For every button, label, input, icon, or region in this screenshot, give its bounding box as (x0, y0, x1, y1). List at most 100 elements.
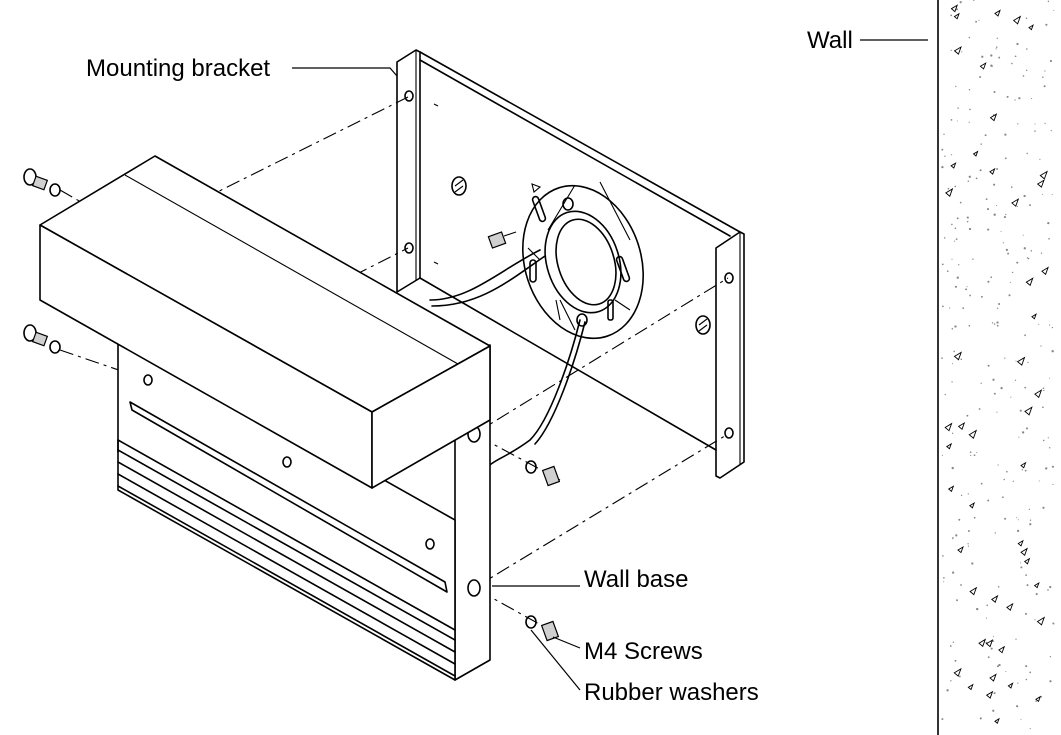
wall-speck (975, 20, 978, 23)
wall-speck (947, 187, 950, 190)
left-screws (23, 168, 61, 354)
wall-speck (1035, 593, 1038, 596)
wall-speck (941, 454, 943, 456)
wall-speck (958, 264, 960, 266)
wall-speck (980, 143, 982, 145)
wall-speck (985, 198, 988, 201)
wall-speck (954, 285, 957, 288)
wall-speck (1023, 247, 1026, 250)
wall-speck (1042, 439, 1045, 442)
wall-aggregate (1024, 406, 1033, 416)
wall-speck (1004, 357, 1006, 359)
wall-speck (954, 227, 957, 230)
wall-aggregate (972, 150, 979, 157)
wall-speck (1004, 133, 1007, 136)
wall-speck (1045, 467, 1048, 470)
wall-aggregate (1012, 15, 1022, 25)
wall-speck (946, 689, 949, 692)
wall-speck (972, 0, 975, 1)
wall-speck (1048, 447, 1051, 449)
wall-speck (978, 408, 981, 410)
wall-speck (1026, 257, 1029, 259)
wall-speck (1020, 566, 1023, 569)
wall-speck (986, 604, 988, 607)
wall-speck (956, 217, 959, 220)
wall-speck (968, 121, 970, 123)
wall-texture (941, 0, 1055, 730)
wall-aggregate (1041, 266, 1049, 276)
wall-aggregate (944, 422, 953, 432)
wall-speck (1051, 465, 1054, 468)
wall-speck (956, 599, 958, 602)
wall-speck (1010, 186, 1013, 188)
wall-aggregate (1020, 547, 1028, 557)
wall-speck (1004, 517, 1007, 520)
wall-speck (1024, 334, 1026, 337)
wall-speck (993, 90, 996, 94)
wall-speck (950, 49, 952, 51)
wall-speck (951, 328, 954, 330)
wall-speck (1015, 360, 1017, 362)
wall-speck (998, 56, 1001, 59)
wall-speck (1042, 76, 1044, 78)
wall-speck (950, 680, 952, 682)
wall-speck (954, 240, 956, 242)
screw-mid-right (525, 460, 561, 487)
wall-speck (972, 258, 974, 260)
wall-speck (942, 305, 944, 308)
wall-aggregate (1039, 170, 1048, 180)
wall-speck (960, 494, 963, 497)
wall-speck (1016, 517, 1018, 519)
wall-speck (1044, 70, 1046, 72)
wall-speck (986, 208, 990, 211)
screw-mid-left (23, 324, 61, 354)
wall-speck (987, 228, 990, 231)
wall-speck (1011, 271, 1014, 274)
wall-speck (1049, 680, 1052, 683)
wall-speck (957, 107, 959, 109)
wall-speck (942, 555, 944, 557)
wall-speck (1012, 480, 1014, 482)
wall-speck (1035, 700, 1037, 702)
wall-aggregate (968, 429, 978, 439)
wall-speck (1007, 252, 1010, 255)
wall-speck (1034, 130, 1036, 132)
wall-speck (955, 8, 959, 11)
wall-speck (966, 414, 969, 417)
wall-speck (1043, 85, 1046, 88)
wall-speck (960, 584, 962, 586)
wall-speck (978, 19, 980, 21)
wall-speck (1029, 523, 1032, 526)
wall-aggregate (985, 639, 994, 648)
wall-speck (952, 537, 954, 539)
wall-speck (991, 322, 994, 324)
wall-aggregate (1031, 313, 1037, 320)
wall-speck (954, 659, 957, 662)
wall-speck (951, 571, 955, 574)
wall-speck (967, 545, 970, 547)
wall-speck (941, 718, 944, 721)
wall-speck (941, 263, 944, 266)
wall-aggregate (1017, 539, 1024, 547)
wall-aggregate (946, 442, 953, 450)
wall-speck (969, 108, 971, 111)
housing-box (39, 155, 491, 489)
wall-speck (1028, 508, 1031, 511)
wall-aggregate (950, 4, 959, 13)
wall-speck (1047, 221, 1050, 225)
label-wall-base: Wall base (584, 566, 688, 593)
wall-speck (993, 392, 996, 395)
wall-speck (1039, 158, 1041, 160)
wall-speck (955, 85, 957, 88)
wall-aggregate (969, 502, 976, 509)
wall-speck (1021, 431, 1025, 434)
wall-speck (1052, 483, 1054, 485)
wall-speck (1029, 519, 1032, 521)
wall-speck (993, 183, 996, 186)
wall-speck (1021, 469, 1023, 471)
wall-speck (993, 635, 995, 637)
wall-speck (1043, 389, 1045, 392)
wall-aggregate (1006, 602, 1014, 611)
wall-speck (996, 324, 999, 327)
wall-speck (1047, 0, 1050, 3)
